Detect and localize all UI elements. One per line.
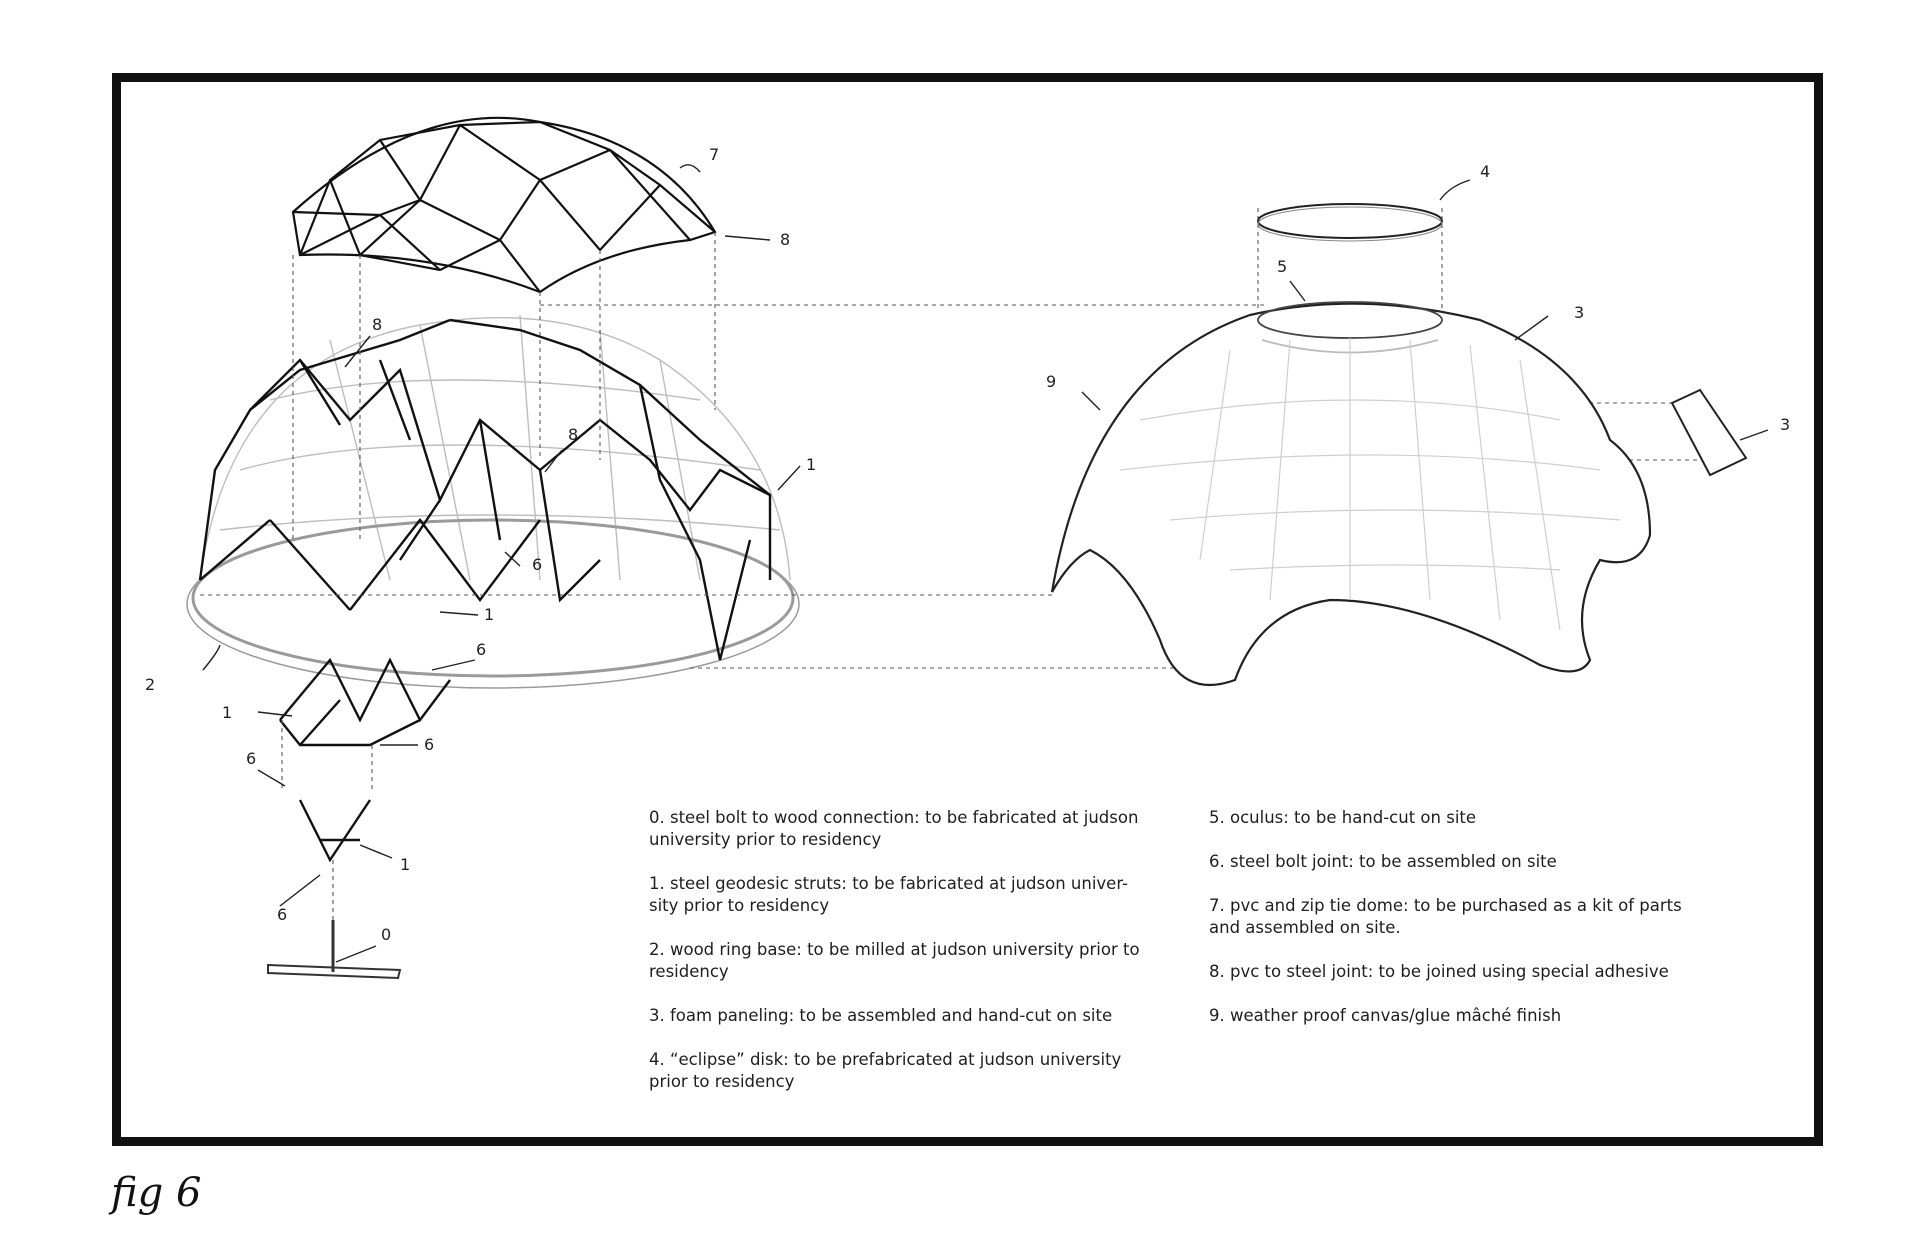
callout-6-low: 6 xyxy=(424,735,434,754)
callout-0: 0 xyxy=(381,925,391,944)
projection-lines xyxy=(200,208,1705,920)
legend-column-left: 0. steel bolt to wood connection: to be … xyxy=(649,807,1149,1115)
canvas-shell xyxy=(1050,302,1652,687)
callout-7: 7 xyxy=(709,145,719,164)
legend-item: 0. steel bolt to wood connection: to be … xyxy=(649,808,1139,849)
bolt-connection xyxy=(267,920,402,980)
callout-3-right: 3 xyxy=(1780,415,1790,434)
callout-8-top: 8 xyxy=(780,230,790,249)
callout-1-bottom: 1 xyxy=(400,855,410,874)
callout-2: 2 xyxy=(145,675,155,694)
callout-4: 4 xyxy=(1480,162,1490,181)
callout-6-b: 6 xyxy=(476,640,486,659)
callout-1-low: 1 xyxy=(222,703,232,722)
legend-item: 9. weather proof canvas/glue mâché finis… xyxy=(1209,1006,1562,1025)
strut-sections-exploded xyxy=(279,657,451,863)
callout-8-mid: 8 xyxy=(372,315,382,334)
leader-lines xyxy=(202,164,1769,963)
legend-item: 6. steel bolt joint: to be assembled on … xyxy=(1209,852,1557,871)
callout-5: 5 xyxy=(1277,257,1287,276)
steel-struts xyxy=(198,318,772,661)
callout-1-right: 1 xyxy=(806,455,816,474)
callout-6-bottom: 6 xyxy=(277,905,287,924)
legend-item: 2. wood ring base: to be milled at judso… xyxy=(649,940,1140,981)
figure-caption: fig 6 xyxy=(111,1170,202,1216)
callout-9: 9 xyxy=(1046,372,1056,391)
callout-6-mid: 6 xyxy=(532,555,542,574)
legend-column-right: 5. oculus: to be hand-cut on site 6. ste… xyxy=(1209,807,1709,1049)
foam-panel-exploded xyxy=(1670,388,1748,477)
callout-8-center: 8 xyxy=(568,425,578,444)
legend-item: 1. steel geodesic struts: to be fabricat… xyxy=(649,874,1128,915)
callout-1-mid: 1 xyxy=(484,605,494,624)
legend-item: 7. pvc and zip tie dome: to be purchased… xyxy=(1209,896,1682,937)
pvc-dome-top xyxy=(291,116,717,294)
legend-item: 4. “eclipse” disk: to be prefabricated a… xyxy=(649,1050,1122,1091)
legend-item: 5. oculus: to be hand-cut on site xyxy=(1209,808,1477,827)
callout-6-left: 6 xyxy=(246,749,256,768)
callout-labels: 7 8 8 8 1 6 1 6 2 1 6 6 1 6 0 4 5 3 9 3 xyxy=(145,145,1790,944)
eclipse-disk xyxy=(1257,203,1443,242)
legend-item: 8. pvc to steel joint: to be joined usin… xyxy=(1209,962,1669,981)
wood-ring-base xyxy=(186,518,800,689)
callout-3-top: 3 xyxy=(1574,303,1584,322)
foam-panel-grid xyxy=(1119,338,1621,631)
legend-item: 3. foam paneling: to be assembled and ha… xyxy=(649,1006,1113,1025)
